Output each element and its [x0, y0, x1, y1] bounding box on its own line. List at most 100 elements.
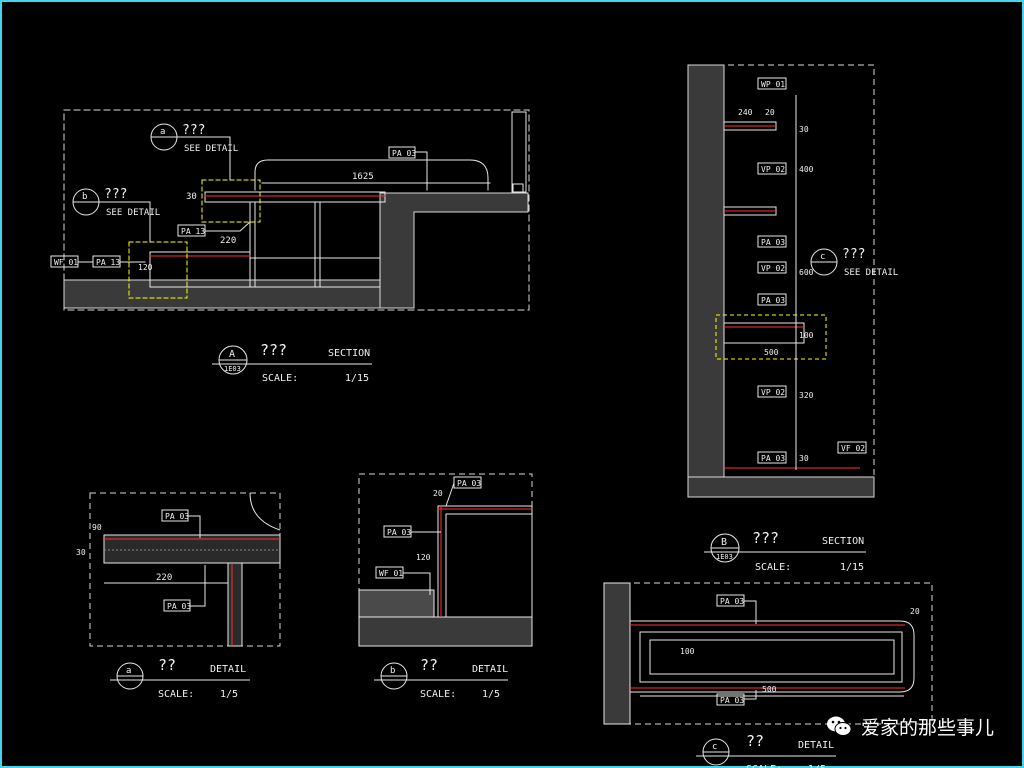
tag-pa13-box	[177, 224, 206, 237]
section-a-name: ???	[260, 341, 287, 359]
section-a-counter-top	[204, 191, 386, 203]
tag-wf01: WF 01	[54, 258, 78, 267]
tag-pa13: PA 13	[181, 227, 205, 236]
section-b-title-block: B 1E03 ??? SECTION SCALE: 1/15	[704, 529, 866, 573]
leader-detail-a-pa03-bottom	[190, 565, 206, 607]
watermark-text: 爱家的那些事儿	[860, 716, 994, 739]
detail-a-detail-label: DETAIL	[210, 664, 246, 675]
tag-pa03-b2: PA 03	[761, 296, 785, 305]
leader-detail-a-pa03-top	[188, 515, 201, 538]
detail-b-title-block: b ?? DETAIL SCALE: 1/5	[374, 656, 508, 700]
detail-a-curve	[249, 492, 281, 531]
dim-20: 20	[765, 108, 775, 117]
section-a-mark: A	[229, 349, 235, 360]
detail-c-view: 500 100 20 PA 03 PA 03	[603, 582, 933, 725]
detail-b-see: SEE DETAIL	[106, 208, 160, 218]
tag-wp01: WP 01	[761, 80, 785, 89]
detail-c-tag-pa03-bottom-box	[716, 693, 745, 706]
dim-90-detail: 90	[92, 523, 102, 532]
dim-30-a: 30	[186, 192, 197, 202]
detail-c-title: ???	[842, 247, 865, 262]
detail-b-label-mark: b	[390, 666, 395, 676]
detail-b-bubble-mark: b	[82, 192, 87, 202]
section-a-post-cap	[512, 183, 524, 193]
section-a-scale-value: 1/15	[345, 373, 369, 384]
tag-pa03-b1: PA 03	[761, 238, 785, 247]
section-a-right-post	[511, 111, 527, 193]
detail-b-panel	[437, 505, 533, 618]
tag-vf02-box	[837, 441, 867, 454]
dim-100-detail-c: 100	[680, 647, 695, 656]
tag-vf02: VF 02	[841, 444, 865, 453]
detail-c-bench-outer	[630, 620, 915, 693]
tag-pa03-box-b2	[757, 293, 787, 306]
section-a-section-label: SECTION	[328, 348, 370, 359]
detail-a-bubble-mark: a	[160, 127, 165, 137]
detail-b-tag-pa03-top: PA 03	[457, 479, 481, 488]
dim-500-b: 500	[764, 348, 779, 357]
section-a-wall-block	[379, 192, 529, 309]
detail-c-tag-pa03-bottom: PA 03	[720, 696, 744, 705]
detail-b-name: ??	[420, 656, 438, 674]
detail-c-bubble-mark: c	[820, 252, 825, 262]
dim-500-detail-c: 500	[762, 685, 777, 694]
leader-detail-b-pa03-top	[445, 482, 455, 507]
leader-detail-b-wf01	[403, 572, 431, 595]
section-a-backrest	[254, 159, 489, 191]
detail-a-tag-pa03-bottom-box	[163, 599, 191, 612]
detail-c-bench-inner	[639, 631, 903, 683]
section-a-scale-label: SCALE:	[262, 373, 298, 384]
detail-c-detail-label: DETAIL	[798, 740, 834, 751]
detail-c-wall	[603, 582, 631, 725]
detail-c-bench-core	[649, 639, 895, 675]
tag-wf01-box	[50, 255, 79, 268]
detail-b-detail-label: DETAIL	[472, 664, 508, 675]
leader-detail-b	[99, 201, 151, 243]
tag-pa03-b3: PA 03	[761, 454, 785, 463]
leader-detail-c-pa03-top	[744, 600, 757, 624]
dim-600: 600	[799, 268, 814, 277]
detail-c-title-block: c ?? DETAIL SCALE: 1/5	[696, 732, 836, 768]
leader-detail-c-pa03-bottom	[744, 690, 757, 700]
dim-400: 400	[799, 165, 814, 174]
detail-a-scale-label: SCALE:	[158, 689, 194, 700]
detail-b-panel-inner	[445, 513, 533, 618]
section-b-scale-value: 1/15	[840, 562, 864, 573]
leader-pa03	[414, 151, 428, 191]
detail-c-tag-pa03-top: PA 03	[720, 597, 744, 606]
section-a-seat	[149, 251, 251, 288]
detail-a-tag-pa03-top-box	[161, 509, 189, 522]
tag-pa03-box	[388, 146, 416, 159]
detail-a-scale-value: 1/5	[220, 689, 238, 700]
section-b-mark: B	[721, 537, 727, 548]
dim-220-a: 220	[220, 236, 236, 246]
detail-b-tag-pa03-top-box	[453, 476, 482, 489]
section-a-sheet: 1E03	[224, 365, 241, 373]
tag-pa03: PA 03	[392, 149, 416, 158]
dim-30-b: 30	[799, 125, 809, 134]
detail-a-label-mark: a	[126, 666, 131, 676]
detail-b-tag-wf01-box	[375, 566, 404, 579]
detail-a-post	[227, 562, 243, 647]
detail-a-see: SEE DETAIL	[184, 144, 238, 154]
tag-vp02-3: VP 02	[761, 388, 785, 397]
tag-vp02-box-1	[757, 162, 787, 175]
tag-vp02-box-2	[757, 261, 787, 274]
tag-pa13-2: PA 13	[96, 258, 120, 267]
section-b-floor	[687, 476, 875, 498]
tag-wp01-box	[757, 77, 787, 90]
detail-c-scale-label: SCALE:	[746, 764, 782, 768]
section-b-bench	[723, 322, 805, 344]
detail-a-view: 220 30 90 PA 03 PA 03	[76, 492, 281, 647]
dim-120-detail-b: 120	[416, 553, 431, 562]
detail-a-name: ??	[158, 656, 176, 674]
detail-a-boundary	[89, 492, 281, 647]
detail-b-title: ???	[104, 187, 127, 202]
section-a-title-block: A 1E03 ??? SECTION SCALE: 1/15	[212, 341, 372, 384]
detail-b-callout-box	[128, 241, 188, 299]
detail-a-title-block: a ?? DETAIL SCALE: 1/5	[110, 656, 250, 700]
detail-a-tag-pa03-top: PA 03	[165, 512, 189, 521]
detail-a-callout-box	[201, 179, 261, 223]
